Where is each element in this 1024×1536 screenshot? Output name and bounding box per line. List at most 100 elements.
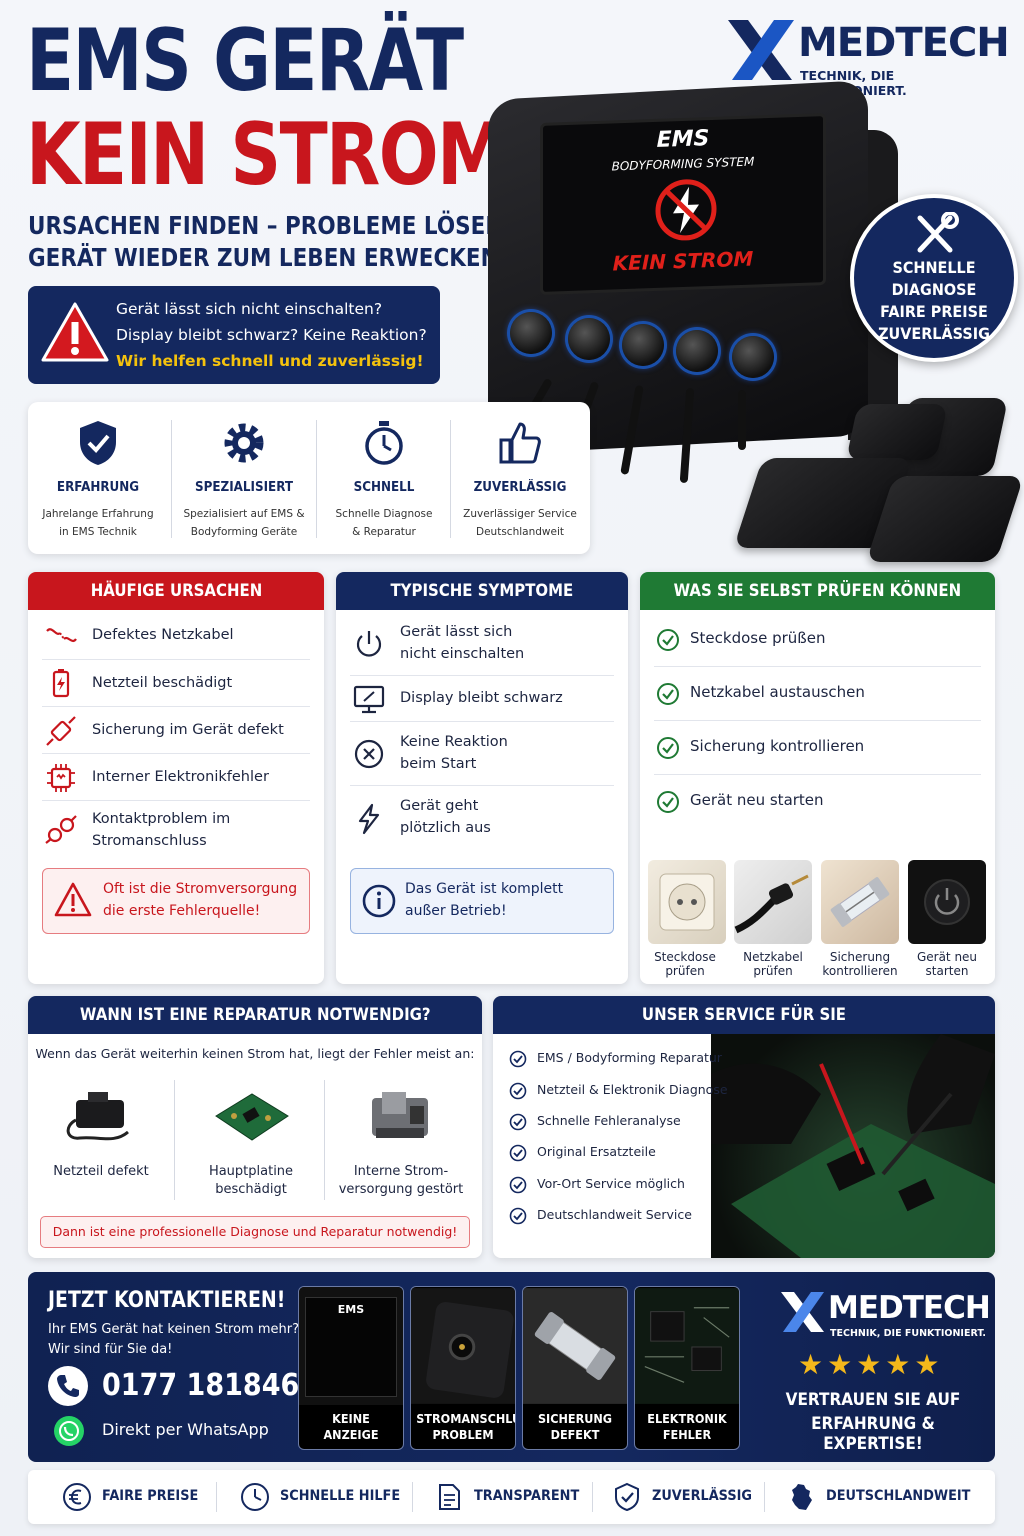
no-power-icon bbox=[655, 179, 717, 241]
badge-line-2: DIAGNOSE bbox=[891, 280, 977, 299]
causes-note: Oft ist die Stromversorgung die erste Fe… bbox=[42, 868, 310, 934]
badge-line-3: FAIRE PREISE bbox=[880, 302, 988, 321]
internal-power-module-image bbox=[372, 1092, 428, 1138]
cause-item: Netzteil beschädigt bbox=[42, 660, 310, 707]
alert-box: Gerät lässt sich nicht einschalten? Disp… bbox=[28, 286, 440, 384]
thumbs-up-icon bbox=[499, 422, 541, 464]
fuse-photo bbox=[821, 860, 899, 944]
feature-title: ZUVERLÄSSIG bbox=[473, 480, 567, 495]
pcb-repair-photo bbox=[711, 1034, 995, 1258]
badge-line-4: ZUVERLÄSSIG bbox=[878, 324, 990, 343]
repair-item: Hauptplatine beschädigt bbox=[178, 1080, 324, 1200]
feature-desc: Zuverlässiger Service bbox=[463, 508, 577, 520]
monitor-off-icon bbox=[353, 685, 385, 714]
contact-header: JETZT KONTAKTIEREN! bbox=[48, 1288, 286, 1313]
feature-desc: in EMS Technik bbox=[59, 526, 137, 538]
germany-map-icon bbox=[792, 1484, 812, 1510]
feature-title: SPEZIALISIERT bbox=[194, 480, 294, 495]
repair-item: Interne Strom- versorgung gestört bbox=[328, 1080, 474, 1200]
check-circle-icon bbox=[509, 1050, 527, 1068]
selfcheck-panel: WAS SIE SELBST PRÜFEN KÖNNEN Steckdose p… bbox=[640, 572, 995, 984]
alert-line-2: Display bleibt schwarz? Keine Reaktion? bbox=[116, 326, 427, 344]
gear-icon bbox=[224, 423, 264, 463]
cause-item: Kontaktproblem im Stromanschluss bbox=[42, 801, 310, 861]
electrode-pad bbox=[866, 476, 1024, 562]
device-knob bbox=[676, 330, 718, 372]
selfcheck-item: Sicherung kontrollieren bbox=[654, 721, 981, 775]
cause-item: Defektes Netzkabel bbox=[42, 612, 310, 660]
power-jack-image bbox=[411, 1288, 515, 1404]
battery-icon bbox=[52, 669, 70, 698]
fuse-image bbox=[523, 1288, 627, 1404]
clock-icon bbox=[241, 1483, 269, 1511]
contact-text: Ihr EMS Gerät hat keinen Strom mehr? bbox=[48, 1322, 299, 1337]
device-knob bbox=[622, 324, 664, 366]
device-screen: EMS BODYFORMING SYSTEM KEIN STROM bbox=[540, 113, 826, 295]
feature-desc: Bodyforming Geräte bbox=[190, 526, 298, 538]
x-circle-icon bbox=[354, 739, 384, 769]
stopwatch-icon bbox=[365, 421, 403, 465]
x-logo-icon bbox=[781, 1292, 824, 1332]
alert-line-3: Wir helfen schnell und zuverlässig! bbox=[116, 352, 424, 370]
euro-icon bbox=[63, 1483, 91, 1511]
bottom-benefits-bar: FAIRE PREISE SCHNELLE HILFE TRANSPARENT … bbox=[28, 1470, 995, 1524]
symptom-item: Keine Reaktion beim Start bbox=[350, 722, 614, 786]
service-badge: SCHNELLE DIAGNOSE FAIRE PREISE ZUVERLÄSS… bbox=[850, 194, 1018, 362]
fuse-icon bbox=[46, 716, 76, 746]
feature-desc: & Reparatur bbox=[352, 526, 416, 538]
check-circle-icon bbox=[657, 683, 679, 705]
rating-stars: ★★★★★ bbox=[798, 1348, 944, 1381]
screen-title: EMS bbox=[656, 126, 710, 153]
screen-status: KEIN STROM bbox=[612, 246, 754, 276]
service-panel: UNSER SERVICE FÜR SIE EMS / Bodyforming … bbox=[493, 996, 995, 1258]
check-circle-icon bbox=[509, 1082, 527, 1100]
alert-line-1: Gerät lässt sich nicht einschalten? bbox=[116, 300, 383, 318]
phone-number[interactable]: 0177 1818462 bbox=[102, 1368, 319, 1403]
symptoms-note: Das Gerät ist komplett außer Betrieb! bbox=[350, 868, 614, 934]
contact-text: Wir sind für Sie da! bbox=[48, 1342, 173, 1357]
circuit-board-image bbox=[635, 1288, 739, 1404]
selfcheck-item: Netzkabel austauschen bbox=[654, 667, 981, 721]
selfcheck-header: WAS SIE SELBST PRÜFEN KÖNNEN bbox=[640, 572, 995, 610]
subtitle-line-2: GERÄT WIEDER ZUM LEBEN ERWECKEN! bbox=[28, 243, 509, 272]
warning-icon bbox=[54, 882, 92, 917]
check-circle-icon bbox=[509, 1176, 527, 1194]
trust-line-1: VERTRAUEN SIE AUF bbox=[785, 1390, 961, 1410]
phone-icon[interactable] bbox=[48, 1366, 88, 1406]
check-circle-icon bbox=[509, 1207, 527, 1225]
contact-panel: JETZT KONTAKTIEREN! Ihr EMS Gerät hat ke… bbox=[28, 1272, 995, 1462]
warning-icon bbox=[41, 302, 109, 362]
chip-icon bbox=[47, 764, 75, 792]
symptoms-panel: TYPISCHE SYMPTOME Gerät lässt sich nicht… bbox=[336, 572, 628, 984]
repair-header: WANN IST EINE REPARATUR NOTWENDIG? bbox=[28, 996, 482, 1034]
x-logo-icon bbox=[728, 20, 794, 80]
feature-desc: Jahrelange Erfahrung bbox=[42, 508, 154, 520]
cause-item: Sicherung im Gerät defekt bbox=[42, 707, 310, 754]
lightning-icon bbox=[358, 803, 380, 835]
feature-desc: Schnelle Diagnose bbox=[335, 508, 433, 520]
device-knob bbox=[732, 336, 774, 378]
screen-subtitle: BODYFORMING SYSTEM bbox=[611, 154, 755, 174]
power-icon bbox=[356, 631, 382, 657]
symptom-item: Gerät geht plötzlich aus bbox=[350, 786, 614, 852]
check-circle-icon bbox=[657, 737, 679, 759]
power-button-photo bbox=[908, 860, 986, 944]
whatsapp-link[interactable]: Direkt per WhatsApp bbox=[102, 1420, 269, 1439]
ems-device-image: EMS BODYFORMING SYSTEM KEIN STROM bbox=[488, 80, 898, 484]
mainboard-image bbox=[215, 1093, 289, 1141]
check-circle-icon bbox=[657, 791, 679, 813]
power-cable-photo bbox=[734, 860, 812, 944]
medtech-logo[interactable]: MEDTECH TECHNIK, DIE FUNKTIONIERT. bbox=[724, 18, 1010, 98]
medtech-logo-footer[interactable]: MEDTECH TECHNIK, DIE FUNKTIONIERT. bbox=[778, 1290, 991, 1350]
shield-check-icon bbox=[80, 421, 116, 465]
badge-line-1: SCHNELLE bbox=[892, 258, 976, 277]
electrode-pad bbox=[846, 404, 948, 460]
info-icon bbox=[362, 884, 396, 918]
symptom-item: Display bleibt schwarz bbox=[350, 676, 614, 722]
shield-check-icon bbox=[615, 1482, 639, 1512]
whatsapp-icon[interactable] bbox=[54, 1416, 84, 1446]
feature-zuverlaessig: ZUVERLÄSSIG Zuverlässiger Service Deutsc… bbox=[450, 402, 590, 554]
